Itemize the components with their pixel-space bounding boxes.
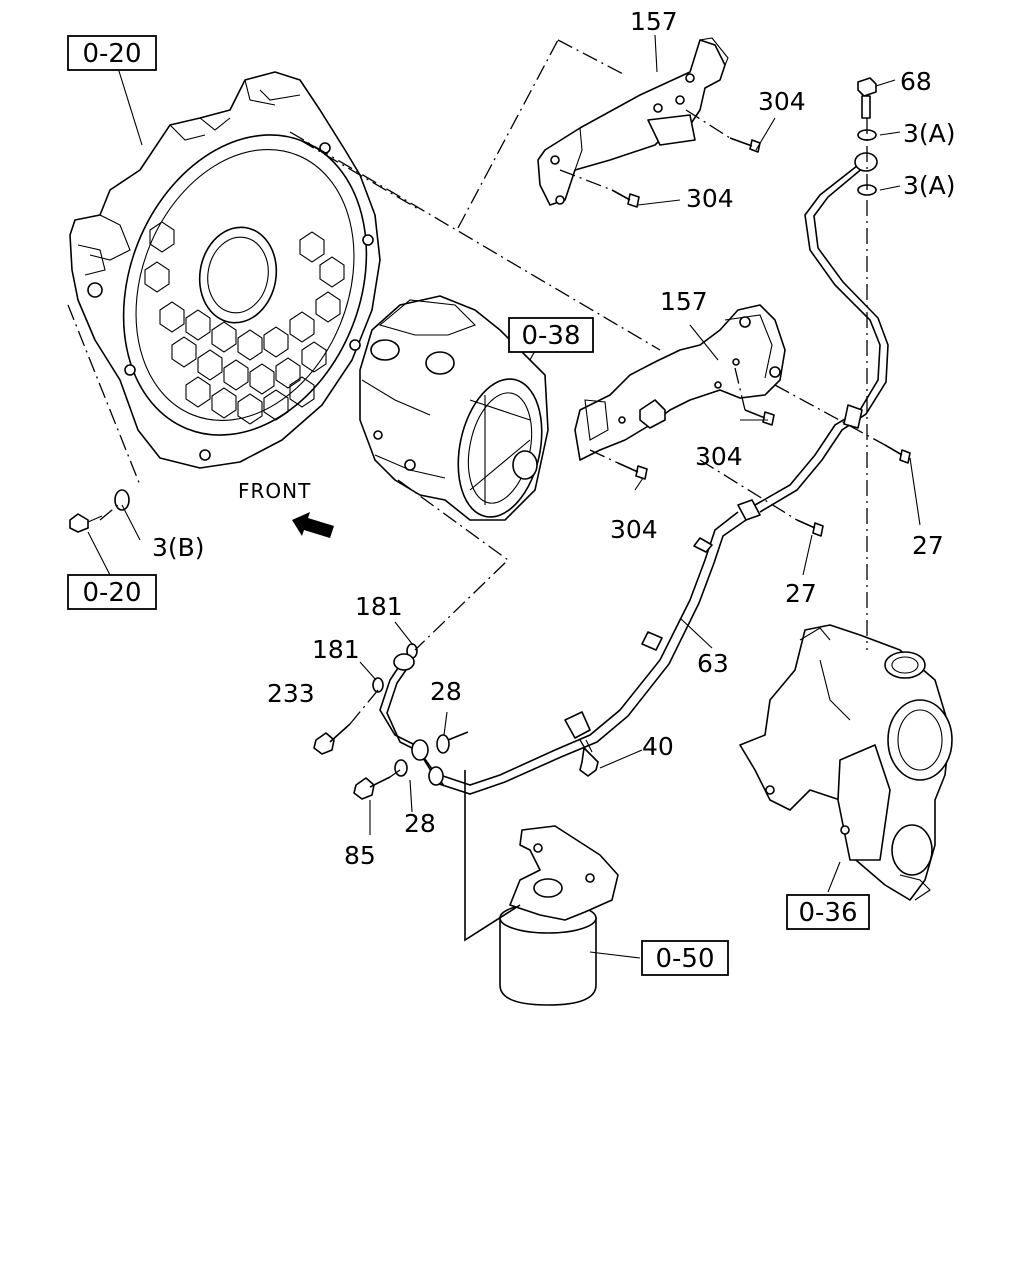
reference-lines — [67, 39, 886, 942]
label-157-top: 157 — [630, 7, 678, 36]
label-181-upper: 181 — [355, 592, 403, 621]
label-leaders — [87, 34, 921, 959]
label-3b: 3(B) — [152, 533, 205, 562]
label-3a-upper: 3(A) — [903, 119, 956, 148]
label-304-b: 304 — [686, 184, 734, 213]
label-3a-lower: 3(A) — [903, 171, 956, 200]
label-85: 85 — [344, 841, 376, 870]
label-27-left: 27 — [785, 579, 817, 608]
flywheel-housing-drawing — [69, 71, 381, 469]
ref-box-label: 0-20 — [82, 578, 141, 608]
label-181-lower: 181 — [312, 635, 360, 664]
label-304-d: 304 — [610, 515, 658, 544]
fasteners-drawing — [69, 77, 911, 800]
ref-box-label: 0-50 — [655, 944, 714, 974]
ref-box-0-50[interactable]: 0-50 — [641, 940, 729, 976]
label-28-upper: 28 — [430, 677, 462, 706]
label-40: 40 — [642, 732, 674, 761]
label-68: 68 — [900, 67, 932, 96]
ref-box-0-38[interactable]: 0-38 — [508, 317, 594, 353]
upper-bracket-157-drawing — [537, 37, 729, 206]
middle-bracket-157-drawing — [574, 304, 786, 461]
label-27-right: 27 — [912, 531, 944, 560]
ref-box-0-20-bottom[interactable]: 0-20 — [67, 574, 157, 610]
front-label: FRONT — [238, 479, 311, 503]
housing-honeycomb-ribs — [144, 221, 345, 425]
label-304-c: 304 — [695, 442, 743, 471]
label-28-lower: 28 — [404, 809, 436, 838]
ref-box-label: 0-36 — [798, 898, 857, 928]
ref-box-0-20-top[interactable]: 0-20 — [67, 35, 157, 71]
ref-box-label: 0-20 — [82, 39, 141, 69]
label-63: 63 — [697, 649, 729, 678]
label-304-a: 304 — [758, 87, 806, 116]
ref-box-label: 0-38 — [521, 321, 580, 351]
oil-filter-drawing — [499, 825, 619, 1006]
ref-box-0-36[interactable]: 0-36 — [786, 894, 870, 930]
turbocharger-drawing — [739, 624, 953, 901]
label-233: 233 — [267, 679, 315, 708]
compressor-drawing — [359, 295, 549, 521]
front-arrow — [292, 512, 334, 538]
oil-pipes-drawing — [379, 152, 889, 795]
label-157-middle: 157 — [660, 287, 708, 316]
